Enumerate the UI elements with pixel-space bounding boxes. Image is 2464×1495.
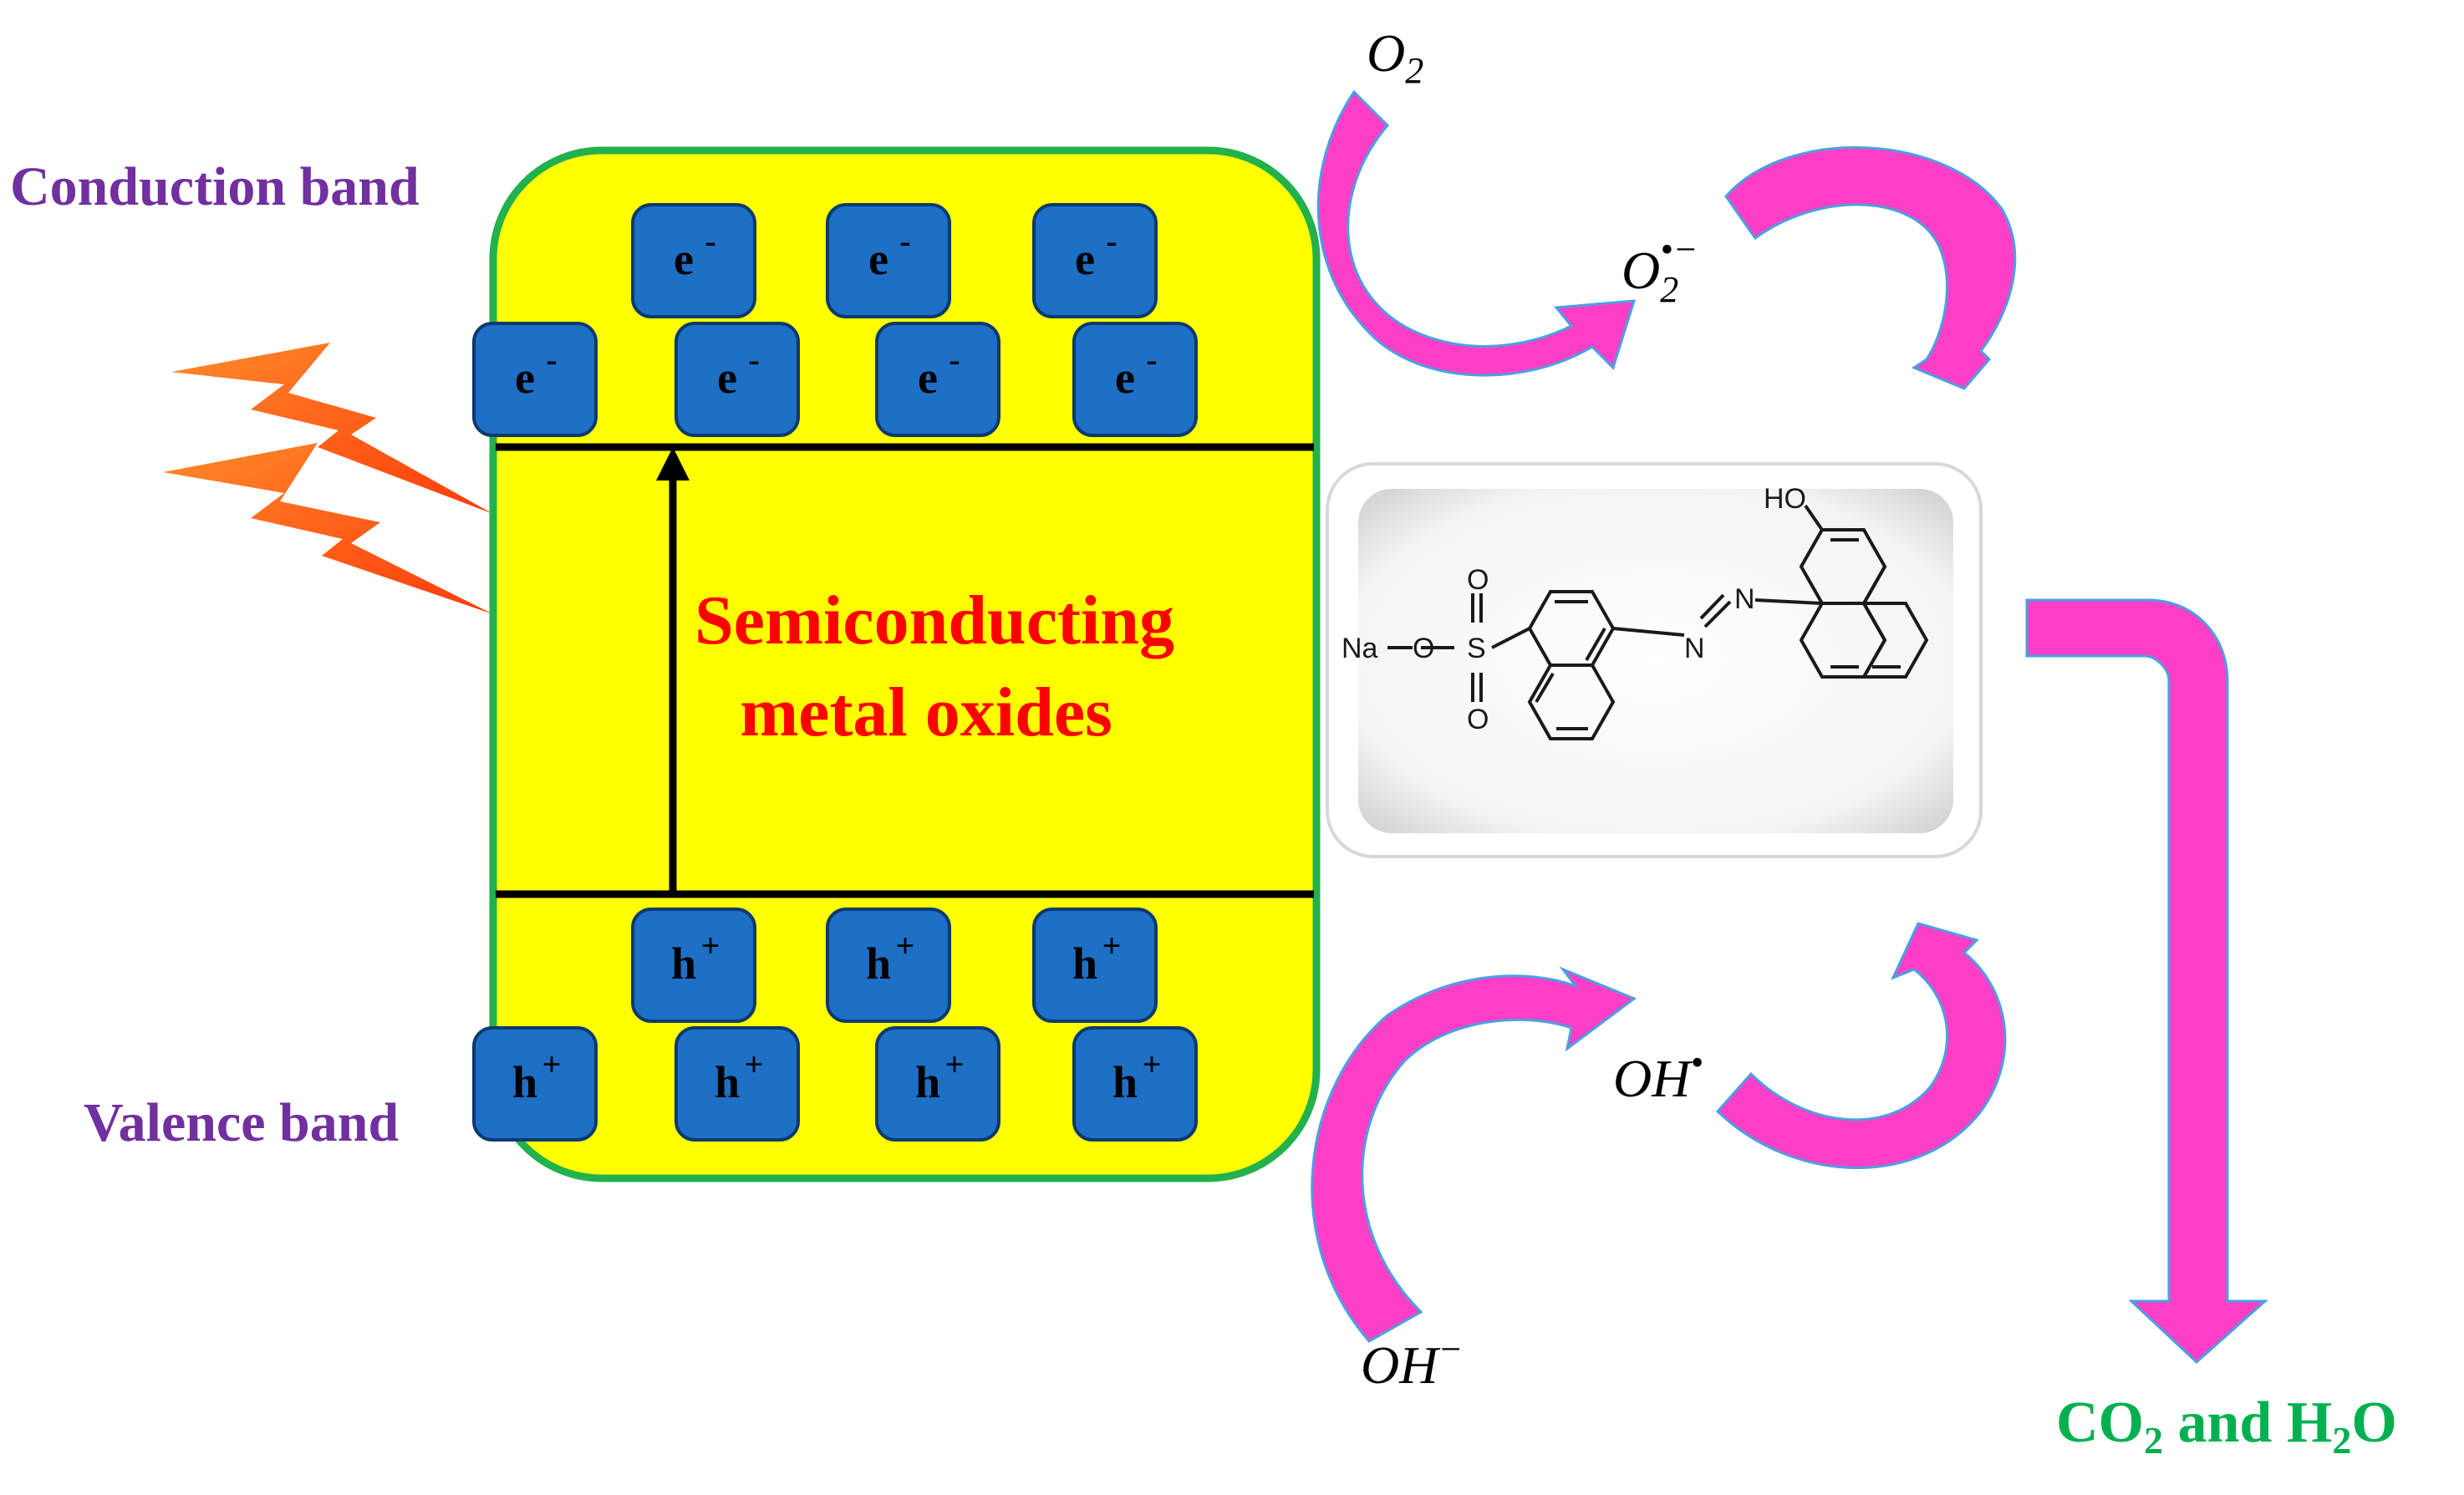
- hole-box-symbol: h: [915, 1057, 940, 1107]
- svg-text:O2•−: O2•−: [1621, 229, 1698, 310]
- electron-box: e-: [631, 203, 756, 318]
- hole-box-symbol: h: [671, 938, 696, 989]
- atom-o-top: O: [1467, 564, 1489, 596]
- atom-na: Na: [1341, 633, 1378, 664]
- excitation-arrowhead-icon: [656, 447, 690, 481]
- electron-box-symbol: e: [515, 353, 535, 403]
- hole-box-charge: +: [1102, 927, 1122, 964]
- atom-o-ester: O: [1413, 633, 1434, 664]
- atom-s: S: [1467, 633, 1486, 664]
- hole-box: h+: [472, 1026, 598, 1142]
- electron-group: e-e-e-e-e-e-e-: [472, 203, 1198, 437]
- atom-ho: HO: [1764, 483, 1806, 515]
- electron-box: e-: [675, 322, 800, 437]
- products-label: CO2 and H2O: [2056, 1391, 2397, 1462]
- hole-box-symbol: h: [512, 1057, 537, 1107]
- dye-molecule-card: Na O S O O N N HO: [1326, 462, 1983, 858]
- electron-box-charge: -: [1106, 222, 1117, 260]
- hole-box-symbol: h: [1112, 1057, 1138, 1107]
- superoxide-label: O2•−: [1621, 229, 1698, 310]
- o2-reduction-arrow: [1316, 89, 1637, 377]
- light-bolts: [163, 343, 493, 614]
- svg-text:OH−: OH−: [1361, 1329, 1463, 1395]
- dye-structure: [1387, 504, 1929, 740]
- electron-box-charge: -: [748, 341, 759, 379]
- hole-box: h+: [631, 908, 756, 1023]
- valence-band-label: Valence band: [84, 1092, 399, 1153]
- hydroxide-label: OH−: [1361, 1329, 1463, 1395]
- semiconductor-title-line1: Semiconducting: [695, 582, 1174, 659]
- electron-box-symbol: e: [1075, 234, 1095, 284]
- hole-box: h+: [1072, 1026, 1198, 1142]
- electron-box-symbol: e: [717, 353, 737, 403]
- lightning-bolt-icon: [163, 443, 493, 614]
- hole-group: h+h+h+h+h+h+h+: [472, 908, 1198, 1142]
- electron-box-charge: -: [949, 341, 960, 379]
- electron-box-charge: -: [546, 341, 557, 379]
- hole-box-charge: +: [945, 1045, 965, 1083]
- reaction-arrows: [1311, 89, 2268, 1365]
- lightning-bolt-icon: [171, 343, 493, 514]
- hole-box-charge: +: [745, 1045, 764, 1083]
- electron-box-symbol: e: [868, 234, 888, 284]
- hydroxyl-to-dye-arrow: [1715, 922, 2007, 1169]
- hole-box: h+: [875, 1026, 1000, 1142]
- hole-box-symbol: h: [866, 938, 891, 989]
- electron-box: e-: [875, 322, 1000, 437]
- hole-box-charge: +: [542, 1045, 562, 1083]
- hole-box-charge: +: [701, 927, 720, 964]
- electron-box: e-: [1072, 322, 1198, 437]
- hole-box: h+: [675, 1026, 800, 1142]
- hole-box-symbol: h: [1072, 938, 1097, 989]
- hole-box-symbol: h: [715, 1057, 740, 1107]
- electron-box-charge: -: [1146, 341, 1157, 379]
- electron-box-charge: -: [899, 222, 910, 260]
- svg-text:O2: O2: [1367, 23, 1423, 91]
- atom-n1: N: [1684, 633, 1705, 664]
- degradation-arrow: [2025, 598, 2268, 1365]
- electron-box: e-: [472, 322, 598, 437]
- hydroxyl-radical-label: OH•: [1613, 1042, 1703, 1108]
- electron-box: e-: [1032, 203, 1158, 318]
- atom-o-bottom: O: [1467, 704, 1489, 735]
- svg-text:CO2 and H2O: CO2 and H2O: [2056, 1391, 2397, 1462]
- hole-box: h+: [826, 908, 951, 1023]
- conduction-band-label: Conduction band: [10, 156, 420, 217]
- electron-box: e-: [826, 203, 951, 318]
- semiconductor-title-line2: metal oxides: [740, 674, 1112, 751]
- electron-box-symbol: e: [674, 234, 694, 284]
- hole-box: h+: [1032, 908, 1158, 1023]
- atom-n2: N: [1734, 583, 1755, 615]
- hole-box-charge: +: [1143, 1045, 1162, 1083]
- electron-box-symbol: e: [1115, 353, 1135, 403]
- superoxide-to-dye-arrow: [1724, 146, 2017, 390]
- svg-text:OH•: OH•: [1613, 1042, 1703, 1108]
- o2-label: O2: [1367, 23, 1423, 91]
- hydroxide-oxidation-arrow: [1311, 966, 1637, 1343]
- electron-box-charge: -: [705, 222, 715, 260]
- electron-box-symbol: e: [918, 353, 938, 403]
- hole-box-charge: +: [896, 927, 915, 964]
